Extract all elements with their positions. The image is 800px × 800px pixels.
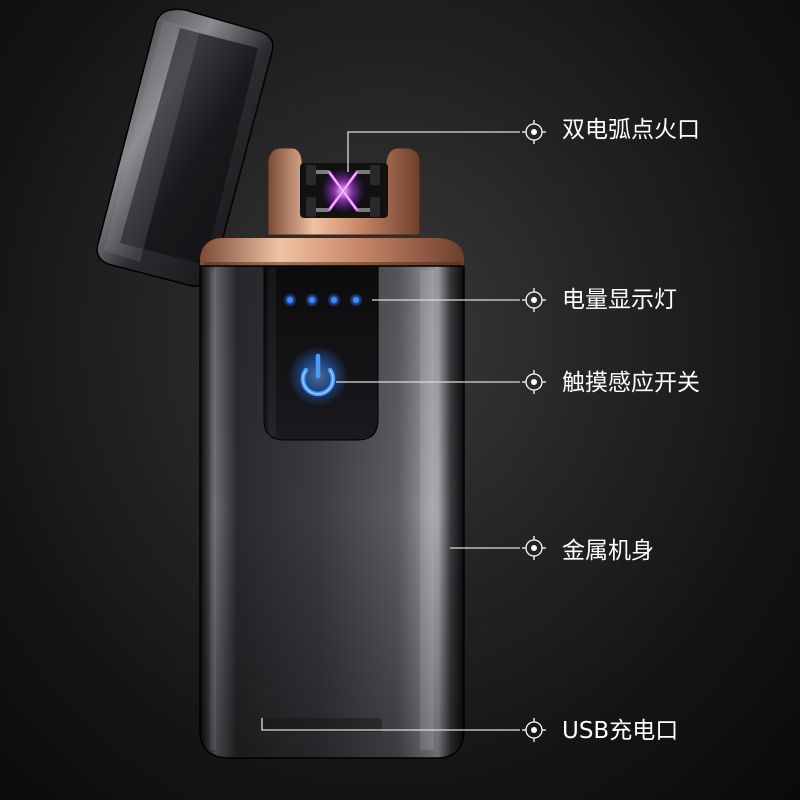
battery-dot [287,297,293,303]
callout-target-icon [522,120,546,742]
battery-indicator [283,293,363,307]
callout-label-touch-switch: 触摸感应开关 [562,370,700,396]
power-icon[interactable] [288,346,348,406]
callout-label-usb-port: USB充电口 [562,718,679,744]
electric-arc-icon [321,169,365,213]
battery-dot [331,297,337,303]
battery-dot [309,297,315,303]
callout-label-metal-body: 金属机身 [562,538,654,564]
usb-port [262,718,382,732]
callout-label-arc-ignition: 双电弧点火口 [562,117,700,143]
top-trim [200,238,464,268]
callout-lines [261,131,520,731]
electrodes [306,165,380,217]
callout-label-battery-indicator: 电量显示灯 [562,287,677,313]
battery-dot [353,297,359,303]
lighter-lid [96,8,274,287]
ignition-head [267,147,421,236]
